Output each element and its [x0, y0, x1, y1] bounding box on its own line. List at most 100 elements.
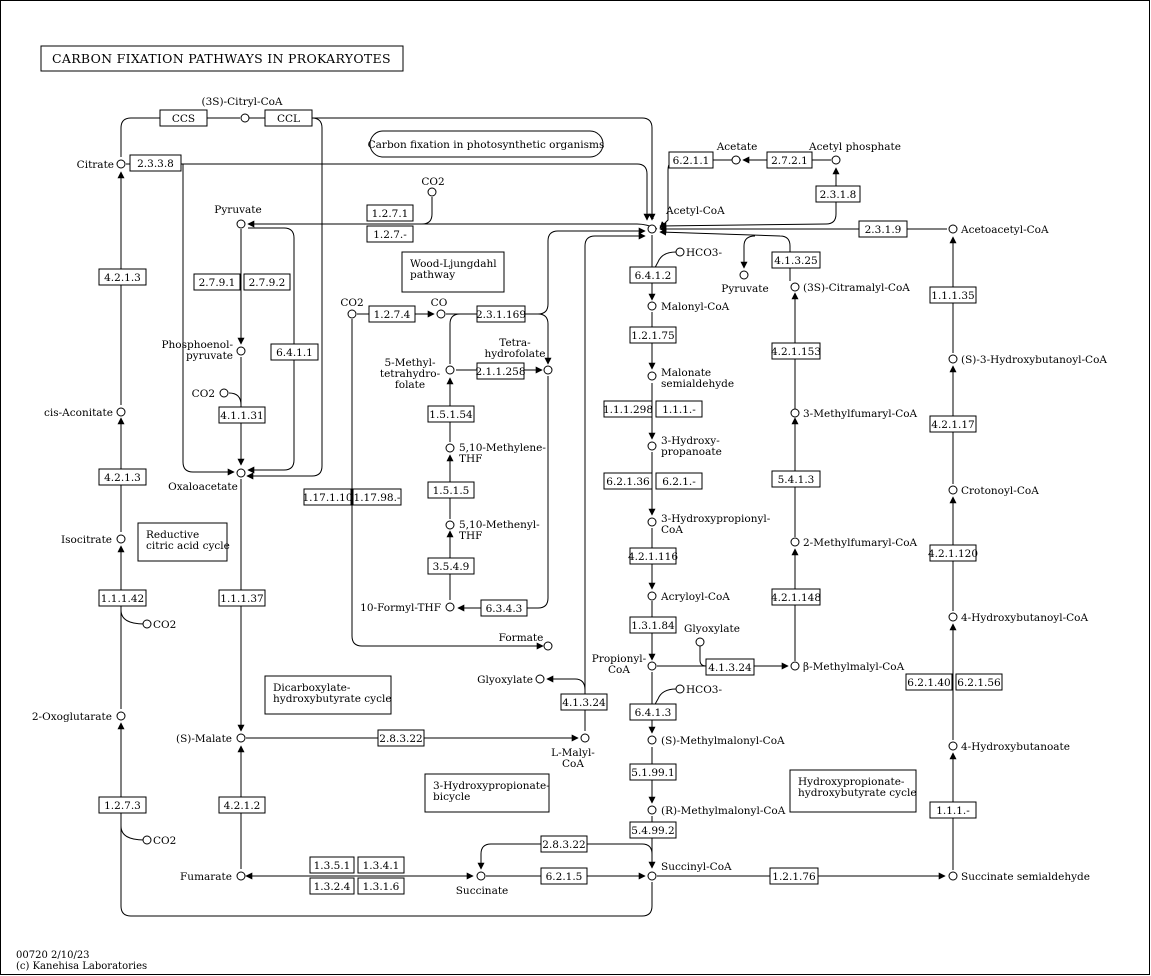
enzyme-2-3-1-8[interactable]: 2.3.1.8	[815, 185, 861, 203]
compound-glyoxylate-a[interactable]: Glyoxylate	[477, 674, 545, 686]
enzyme-1-2-1-75[interactable]: 1.2.1.75	[629, 326, 677, 344]
compound-oxaloacetate[interactable]: Oxaloacetate	[168, 468, 246, 493]
compound-co2-a[interactable]: CO2	[421, 176, 445, 197]
enzyme-1-1-1[interactable]: 1.1.1.-	[655, 400, 703, 418]
compound-glyoxylate-b[interactable]: Glyoxylate	[684, 623, 740, 647]
enzyme-2-7-9-2[interactable]: 2.7.9.2	[243, 273, 291, 291]
compound-acetate[interactable]: Acetate	[716, 141, 758, 165]
compound-malonyl[interactable]: Malonyl-CoA	[647, 301, 730, 313]
enzyme-2-8-3-22[interactable]: 2.8.3.22	[540, 835, 588, 853]
compound-acetylcoa[interactable]: Acetyl-CoA	[647, 205, 725, 234]
enzyme-6-4-1-1[interactable]: 6.4.1.1	[270, 343, 319, 361]
compound-propionyl[interactable]: Propionyl-CoA	[592, 653, 657, 676]
enzyme-4-2-1-3[interactable]: 4.2.1.3	[98, 468, 147, 486]
compound-thf[interactable]: Tetra-hydrofolate	[484, 337, 553, 375]
compound-hydroxypropcoa[interactable]: 3-Hydroxypropionyl-CoA	[647, 513, 771, 536]
enzyme-4-2-1-116[interactable]: 4.2.1.116	[628, 547, 678, 565]
enzyme-6-4-1-3[interactable]: 6.4.1.3	[629, 703, 677, 721]
enzyme-1-2-1-76[interactable]: 1.2.1.76	[769, 867, 819, 885]
enzyme-4-2-1-120[interactable]: 4.2.1.120	[928, 544, 978, 562]
compound-acetoacetyl[interactable]: Acetoacetyl-CoA	[948, 224, 1049, 236]
compound-succinate[interactable]: Succinate	[456, 871, 509, 897]
compound-citramalyl[interactable]: (3S)-Citramalyl-CoA	[790, 282, 910, 294]
enzyme-1-2-7-4[interactable]: 1.2.7.4	[368, 305, 416, 323]
compound-co2-b[interactable]: CO2	[192, 388, 229, 400]
compound-cisaconitate[interactable]: cis-Aconitate	[44, 407, 126, 419]
enzyme-6-4-1-2[interactable]: 6.4.1.2	[629, 266, 677, 284]
enzyme-1-2-7-3[interactable]: 1.2.7.3	[98, 796, 147, 814]
compound-methenylthf[interactable]: 5,10-Methenyl-THF	[445, 519, 540, 542]
enzyme-1-1-1-35[interactable]: 1.1.1.35	[929, 286, 977, 304]
compound-hydroxybutanoate4[interactable]: 4-Hydroxybutanoate	[948, 741, 1070, 753]
enzyme-1-3-1-6[interactable]: 1.3.1.6	[357, 877, 405, 895]
enzyme-5-1-99-1[interactable]: 5.1.99.1	[629, 763, 677, 781]
pathway-label-3-hydroxypropionate-bicycle[interactable]: 3-Hydroxypropionate-bicycle	[424, 773, 550, 813]
compound-formylthf[interactable]: 10-Formyl-THF	[360, 602, 455, 614]
enzyme-6-2-1-36[interactable]: 6.2.1.36	[603, 472, 653, 490]
enzyme-6-2-1-40[interactable]: 6.2.1.40	[905, 673, 953, 691]
pathway-label-dicarboxylate-hydroxybutyrate-cycle[interactable]: Dicarboxylate-hydroxybutyrate cycle	[264, 675, 392, 715]
enzyme-6-2-1-5[interactable]: 6.2.1.5	[540, 867, 588, 885]
compound-hydroxybutanoyl3[interactable]: (S)-3-Hydroxybutanoyl-CoA	[948, 354, 1107, 366]
compound-methylenethf[interactable]: 5,10-Methylene-THF	[445, 442, 546, 465]
compound-hco3-b[interactable]: HCO3-	[675, 684, 722, 696]
compound-methylthf[interactable]: 5-Methyl-tetrahydro-folate	[380, 357, 455, 391]
enzyme-6-2-1-1[interactable]: 6.2.1.1	[668, 151, 714, 169]
compound-hydroxybutanoyl4[interactable]: 4-Hydroxybutanoyl-CoA	[948, 612, 1088, 624]
enzyme-2-8-3-22[interactable]: 2.8.3.22	[377, 729, 425, 747]
enzyme-ccs[interactable]: CCS	[159, 109, 208, 127]
compound-fumarate[interactable]: Fumarate	[180, 871, 246, 883]
enzyme-1-5-1-5[interactable]: 1.5.1.5	[427, 481, 475, 499]
enzyme-1-2-7[interactable]: 1.2.7.-	[366, 225, 414, 243]
enzyme-4-2-1-153[interactable]: 4.2.1.153	[771, 342, 821, 360]
enzyme-4-1-3-24[interactable]: 4.1.3.24	[705, 658, 755, 676]
compound-rmethylmalonyl[interactable]: (R)-Methylmalonyl-CoA	[647, 805, 786, 817]
compound-acryloyl[interactable]: Acryloyl-CoA	[647, 591, 730, 603]
enzyme-6-2-1-56[interactable]: 6.2.1.56	[955, 673, 1003, 691]
enzyme-2-3-1-9[interactable]: 2.3.1.9	[858, 220, 908, 238]
enzyme-1-1-1-42[interactable]: 1.1.1.42	[98, 589, 147, 607]
compound-methylfumaryl3[interactable]: 3-Methylfumaryl-CoA	[790, 408, 918, 420]
enzyme-1-17-98[interactable]: 1.17.98.-	[352, 488, 402, 506]
enzyme-4-1-1-31[interactable]: 4.1.1.31	[218, 406, 266, 424]
compound-hydroxyprop[interactable]: 3-Hydroxy-propanoate	[647, 435, 722, 458]
compound-crotonoyl[interactable]: Crotonoyl-CoA	[948, 485, 1039, 497]
enzyme-2-7-2-1[interactable]: 2.7.2.1	[766, 151, 813, 169]
compound-succsemi[interactable]: Succinate semialdehyde	[948, 871, 1090, 883]
enzyme-1-3-5-1[interactable]: 1.3.5.1	[309, 856, 355, 874]
enzyme-4-1-3-24[interactable]: 4.1.3.24	[560, 693, 608, 711]
compound-smalate[interactable]: (S)-Malate	[176, 733, 246, 745]
compound-smethylmalonyl[interactable]: (S)-Methylmalonyl-CoA	[647, 735, 785, 747]
compound-citrate[interactable]: Citrate	[77, 159, 126, 171]
pathway-label-hydroxypropionate-hydroxybutyrate-cycle[interactable]: Hydroxypropionate-hydroxybutyrate cycle	[789, 769, 917, 813]
compound-succinylcoa[interactable]: Succinyl-CoA	[647, 861, 732, 881]
compound-oxoglutarate[interactable]: 2-Oxoglutarate	[32, 711, 126, 723]
enzyme-1-17-1-10[interactable]: 1.17.1.10	[302, 488, 353, 506]
enzyme-2-7-9-1[interactable]: 2.7.9.1	[193, 273, 241, 291]
enzyme-5-4-99-2[interactable]: 5.4.99.2	[629, 821, 677, 839]
compound-pyruvate-b[interactable]: Pyruvate	[721, 270, 769, 295]
map-link-photosynthetic[interactable]	[369, 130, 604, 158]
enzyme-4-2-1-17[interactable]: 4.2.1.17	[929, 415, 977, 433]
enzyme-4-2-1-2[interactable]: 4.2.1.2	[218, 796, 266, 814]
enzyme-ccl[interactable]: CCL	[264, 109, 313, 127]
enzyme-3-5-4-9[interactable]: 3.5.4.9	[427, 557, 475, 575]
compound-acetylp[interactable]: Acetyl phosphate	[808, 141, 901, 165]
enzyme-1-1-1-298[interactable]: 1.1.1.298	[603, 400, 653, 418]
enzyme-1-2-7-1[interactable]: 1.2.7.1	[366, 204, 414, 222]
compound-formate[interactable]: Formate	[499, 632, 553, 651]
compound-co2-e[interactable]: CO2	[340, 297, 364, 319]
enzyme-2-1-1-258[interactable]: 2.1.1.258	[475, 362, 526, 380]
compound-isocitrate[interactable]: Isocitrate	[61, 534, 126, 546]
enzyme-1-1-1-37[interactable]: 1.1.1.37	[218, 589, 266, 607]
enzyme-1-3-4-1[interactable]: 1.3.4.1	[357, 856, 405, 874]
enzyme-6-2-1[interactable]: 6.2.1.-	[655, 472, 703, 490]
compound-methylfumaryl2[interactable]: 2-Methylfumaryl-CoA	[790, 537, 918, 549]
compound-co[interactable]: CO	[431, 297, 448, 319]
enzyme-5-4-1-3[interactable]: 5.4.1.3	[771, 470, 821, 488]
compound-citryl[interactable]: (3S)-Citryl-CoA	[201, 96, 283, 123]
enzyme-2-3-1-169[interactable]: 2.3.1.169	[476, 305, 526, 323]
compound-lmalyl[interactable]: L-Malyl-CoA	[551, 733, 595, 770]
enzyme-4-2-1-148[interactable]: 4.2.1.148	[771, 588, 821, 606]
